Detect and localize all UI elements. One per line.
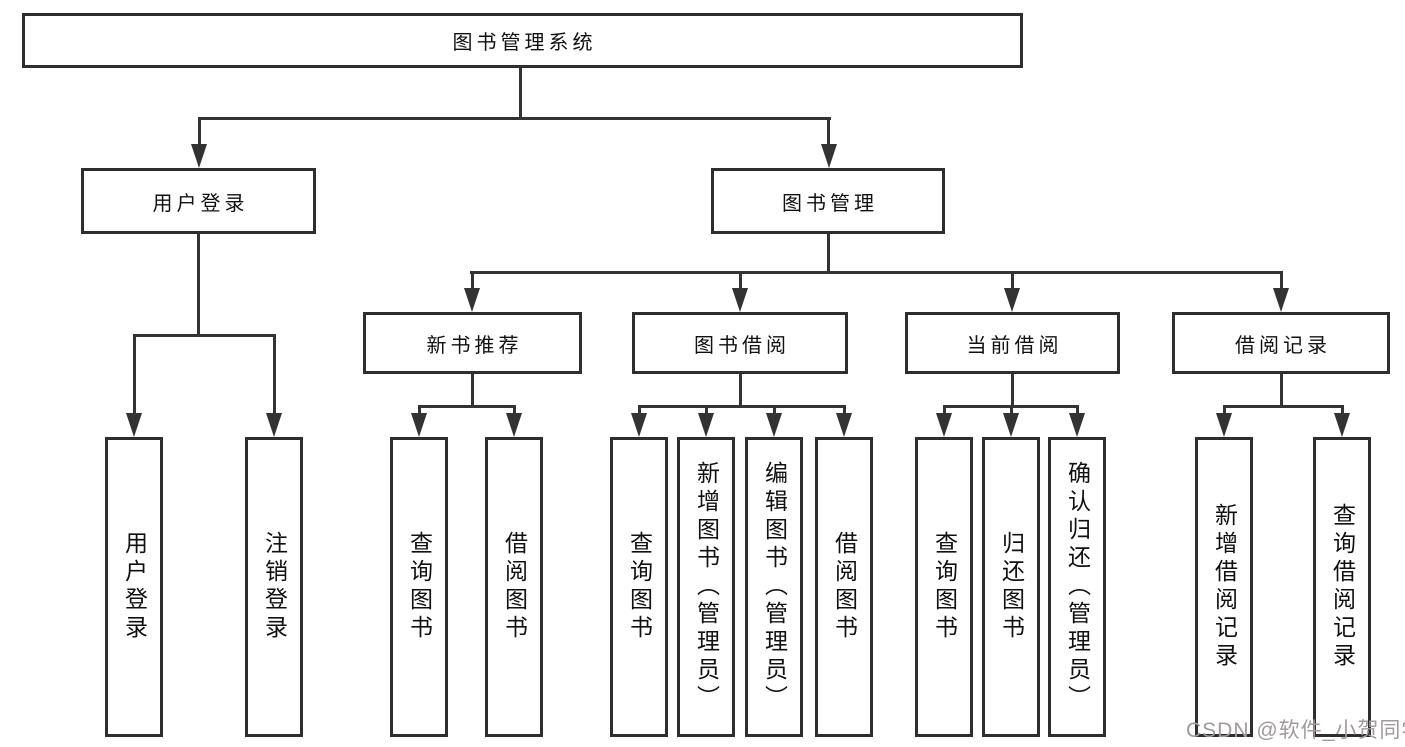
node-leaf-logout-label: 注销登录 — [261, 531, 288, 643]
node-book-borrow: 图书借阅 — [632, 312, 848, 374]
node-leaf-add-books-admin: 新增图书（管理员） — [677, 437, 735, 737]
connector-line — [418, 405, 421, 417]
arrowhead-down-icon — [126, 413, 142, 437]
connector-line — [739, 271, 742, 291]
node-leaf-user-login: 用户登录 — [105, 437, 163, 737]
node-book-borrow-label: 图书借阅 — [694, 334, 790, 357]
connector-line — [1010, 405, 1013, 417]
node-leaf-add-books-admin-label: 新增图书（管理员） — [693, 461, 720, 713]
connector-line — [273, 334, 276, 416]
node-leaf-confirm-return-admin-label: 确认归还（管理员） — [1064, 461, 1091, 713]
arrowhead-down-icon — [1003, 413, 1019, 437]
node-leaf-query-books-borrow: 查询图书 — [610, 437, 668, 737]
node-leaf-add-borrow-record: 新增借阅记录 — [1195, 437, 1253, 737]
node-borrow-records: 借阅记录 — [1172, 312, 1390, 374]
node-leaf-borrow-books: 借阅图书 — [815, 437, 873, 737]
arrowhead-down-icon — [631, 413, 647, 437]
connector-line — [773, 405, 776, 417]
connector-line — [1076, 405, 1079, 417]
connector-line — [1280, 374, 1283, 407]
node-current-borrow-label: 当前借阅 — [966, 334, 1063, 357]
arrowhead-down-icon — [266, 413, 282, 437]
csdn-watermark: CSDN @软件_小贺同学 — [1186, 719, 1405, 742]
node-leaf-edit-books-admin: 编辑图书（管理员） — [745, 437, 803, 737]
arrowhead-down-icon — [1004, 288, 1020, 312]
connector-line — [1223, 405, 1226, 417]
arrowhead-down-icon — [698, 413, 714, 437]
connector-line — [1011, 271, 1014, 291]
connector-line — [705, 405, 708, 417]
arrowhead-down-icon — [191, 144, 207, 168]
connector-line — [638, 405, 641, 417]
connector-line — [943, 405, 946, 417]
connector-line — [519, 68, 522, 120]
node-leaf-query-books-current-label: 查询图书 — [931, 531, 958, 643]
node-leaf-query-books-recommend: 查询图书 — [390, 437, 448, 737]
node-library-system: 图书管理系统 — [22, 13, 1023, 68]
connector-line — [843, 405, 846, 417]
connector-line — [133, 334, 136, 416]
node-leaf-edit-books-admin-label: 编辑图书（管理员） — [761, 461, 788, 713]
node-leaf-return-books-label: 归还图书 — [998, 531, 1025, 643]
arrowhead-down-icon — [464, 288, 480, 312]
node-user-login-label: 用户登录 — [152, 192, 249, 215]
arrowhead-down-icon — [936, 413, 952, 437]
connector-line — [198, 117, 201, 149]
node-leaf-logout: 注销登录 — [245, 437, 303, 737]
arrowhead-down-icon — [836, 413, 852, 437]
node-leaf-confirm-return-admin: 确认归还（管理员） — [1048, 437, 1106, 737]
node-borrow-records-label: 借阅记录 — [1235, 334, 1331, 357]
connector-line — [471, 374, 474, 407]
connector-line — [1280, 271, 1283, 291]
node-leaf-query-books-recommend-label: 查询图书 — [406, 531, 433, 643]
arrowhead-down-icon — [821, 144, 837, 168]
arrowhead-down-icon — [506, 413, 522, 437]
node-leaf-query-books-current: 查询图书 — [915, 437, 973, 737]
node-book-management-label: 图书管理 — [782, 192, 878, 215]
node-leaf-query-borrow-record: 查询借阅记录 — [1313, 437, 1371, 737]
node-leaf-return-books: 归还图书 — [982, 437, 1040, 737]
connector-line — [513, 405, 516, 417]
arrowhead-down-icon — [732, 288, 748, 312]
arrowhead-down-icon — [766, 413, 782, 437]
connector-line — [638, 405, 846, 408]
arrowhead-down-icon — [1273, 288, 1289, 312]
arrowhead-down-icon — [1069, 413, 1085, 437]
connector-line — [739, 374, 742, 407]
connector-line — [1341, 405, 1344, 417]
node-current-borrow: 当前借阅 — [905, 312, 1120, 374]
arrowhead-down-icon — [411, 413, 427, 437]
node-leaf-borrow-books-recommend: 借阅图书 — [485, 437, 543, 737]
connector-line — [470, 271, 1282, 274]
connector-line — [827, 117, 830, 149]
node-leaf-user-login-label: 用户登录 — [121, 531, 148, 643]
node-book-management: 图书管理 — [711, 168, 945, 234]
connector-line — [198, 117, 831, 120]
connector-line — [197, 234, 200, 336]
connector-line — [1223, 405, 1344, 408]
node-leaf-query-borrow-record-label: 查询借阅记录 — [1329, 503, 1356, 671]
connector-line — [471, 271, 474, 291]
connector-line — [133, 334, 276, 337]
arrowhead-down-icon — [1216, 413, 1232, 437]
connector-line — [827, 234, 830, 274]
node-library-system-label: 图书管理系统 — [452, 32, 597, 54]
connector-line — [418, 405, 516, 408]
node-new-book-recommend-label: 新书推荐 — [426, 334, 523, 357]
connector-line — [1011, 374, 1014, 407]
node-leaf-borrow-books-label: 借阅图书 — [831, 531, 858, 643]
node-new-book-recommend: 新书推荐 — [363, 312, 582, 374]
node-leaf-borrow-books-recommend-label: 借阅图书 — [501, 531, 528, 643]
node-leaf-add-borrow-record-label: 新增借阅记录 — [1211, 503, 1238, 671]
arrowhead-down-icon — [1334, 413, 1350, 437]
node-leaf-query-books-borrow-label: 查询图书 — [626, 531, 653, 643]
node-user-login: 用户登录 — [81, 168, 316, 234]
